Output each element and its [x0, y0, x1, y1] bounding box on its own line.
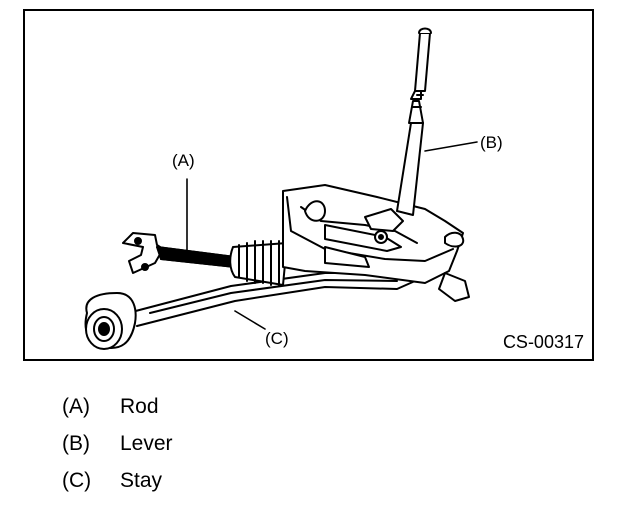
- legend-key: (C): [62, 468, 92, 492]
- leader-c: [234, 310, 266, 330]
- leader-lines: [186, 141, 478, 330]
- legend-item-rod: (A) Rod: [62, 388, 173, 425]
- parts-legend: (A) Rod (B) Lever (C) Stay: [62, 388, 173, 499]
- legend-label: Lever: [120, 431, 173, 455]
- figure-code: CS-00317: [502, 332, 584, 352]
- rod-part: [122, 232, 288, 286]
- legend-key: (B): [62, 431, 90, 455]
- legend-key: (A): [62, 394, 90, 418]
- figure-frame: (A) (B) (C) CS-00317: [23, 9, 594, 361]
- legend-item-stay: (C) Stay: [62, 462, 173, 499]
- lever-part: [364, 27, 432, 232]
- shift-assembly-drawing: [84, 27, 478, 350]
- stay-part: [84, 272, 416, 350]
- leader-b: [424, 141, 478, 152]
- callout-a: (A): [172, 151, 195, 170]
- callout-c: (C): [265, 329, 289, 348]
- callout-b: (B): [480, 133, 503, 152]
- housing-part: [282, 184, 470, 302]
- legend-item-lever: (B) Lever: [62, 425, 173, 462]
- legend-label: Rod: [120, 394, 159, 418]
- legend-label: Stay: [120, 468, 163, 492]
